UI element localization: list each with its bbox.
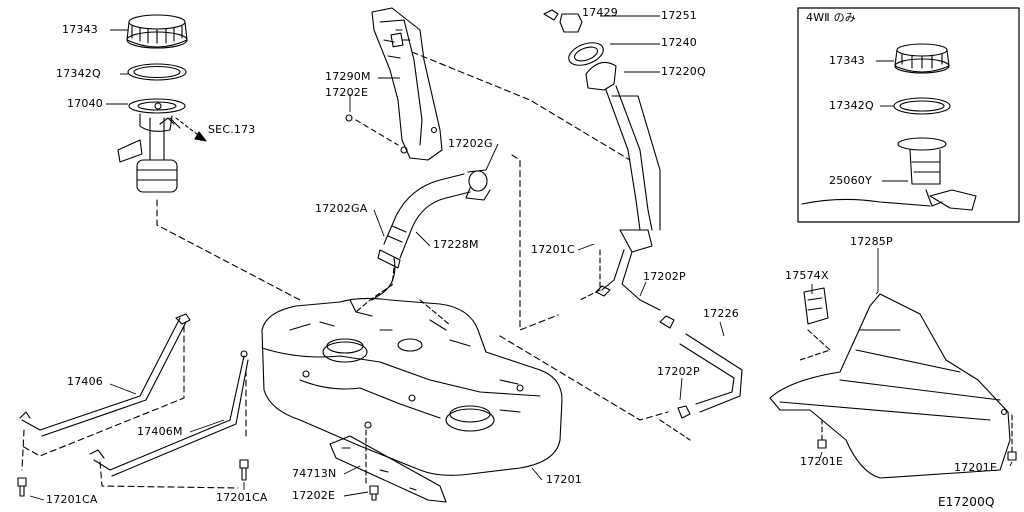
label-pump: 17040 <box>67 97 103 110</box>
inset-title: 4WⅡ のみ <box>806 11 856 24</box>
label-gasket: 17429 <box>582 6 618 19</box>
inset-seal-ring-part <box>893 97 951 115</box>
seal-ring-part <box>127 63 187 81</box>
label-hose: 17226 <box>703 307 739 320</box>
label-bolt-ca-left: 17201CA <box>46 493 98 506</box>
cover-part <box>803 287 829 325</box>
label-clip-p: 17202P <box>643 270 686 283</box>
filler-tube-part <box>585 61 661 311</box>
large-shield-part <box>769 293 1011 479</box>
label-clip-e-bottom: 17202E <box>292 489 336 502</box>
label-filler-cap: 17251 <box>661 9 697 22</box>
inset-frame <box>797 7 1020 223</box>
label-bolt-e-2: 17201E <box>954 461 998 474</box>
label-cover: 17574X <box>785 269 829 282</box>
inset-label-cap: 17343 <box>829 54 865 67</box>
fuel-pump-part <box>117 98 186 193</box>
label-shield-small: 74713N <box>292 467 337 480</box>
vent-hose-part <box>377 173 471 269</box>
label-bracket: 17290M <box>325 70 371 83</box>
label-shield-large: 17285P <box>850 235 893 248</box>
label-clip-a: 17202E <box>325 86 369 99</box>
label-strap-b: 17406M <box>137 425 183 438</box>
label-clip-g: 17202G <box>448 137 493 150</box>
lock-ring-part <box>126 14 188 49</box>
inset-label-ring: 17342Q <box>829 99 874 112</box>
bracket-part <box>371 7 443 161</box>
label-sec[interactable]: SEC.173 <box>208 123 256 136</box>
strap-a-part <box>19 313 191 437</box>
clip-a-bolt <box>345 114 353 122</box>
label-strap-a: 17406 <box>67 375 103 388</box>
filler-cap-part <box>543 9 583 33</box>
label-bolt-ca-right: 17201CA <box>216 491 268 504</box>
label-clip-p2: 17202P <box>657 365 700 378</box>
inset-label-pump: 25060Y <box>829 174 872 187</box>
label-packing: 17240 <box>661 36 697 49</box>
label-clip-c: 17201C <box>531 243 575 256</box>
label-ring: 17342Q <box>56 67 101 80</box>
fuel-hose-part <box>679 333 743 413</box>
diagram-code: E17200Q <box>938 495 995 509</box>
bolt-ca-right-part <box>239 459 249 481</box>
inset-lock-ring-part <box>894 43 950 74</box>
inset-pump-part <box>801 137 977 211</box>
small-shield-part <box>329 435 447 503</box>
bolt-ca-left-part <box>17 477 27 497</box>
packing-part <box>568 42 604 66</box>
label-clip-ga: 17202GA <box>315 202 368 215</box>
label-bolt-e-1: 17201E <box>800 455 844 468</box>
label-hose-m: 17228M <box>433 238 479 251</box>
label-tank: 17201 <box>546 473 582 486</box>
fuel-tank-part <box>261 297 563 476</box>
label-cap: 17343 <box>62 23 98 36</box>
label-filler-tube: 17220Q <box>661 65 706 78</box>
strap-b-part <box>89 350 249 477</box>
clip-g-part <box>465 169 491 201</box>
